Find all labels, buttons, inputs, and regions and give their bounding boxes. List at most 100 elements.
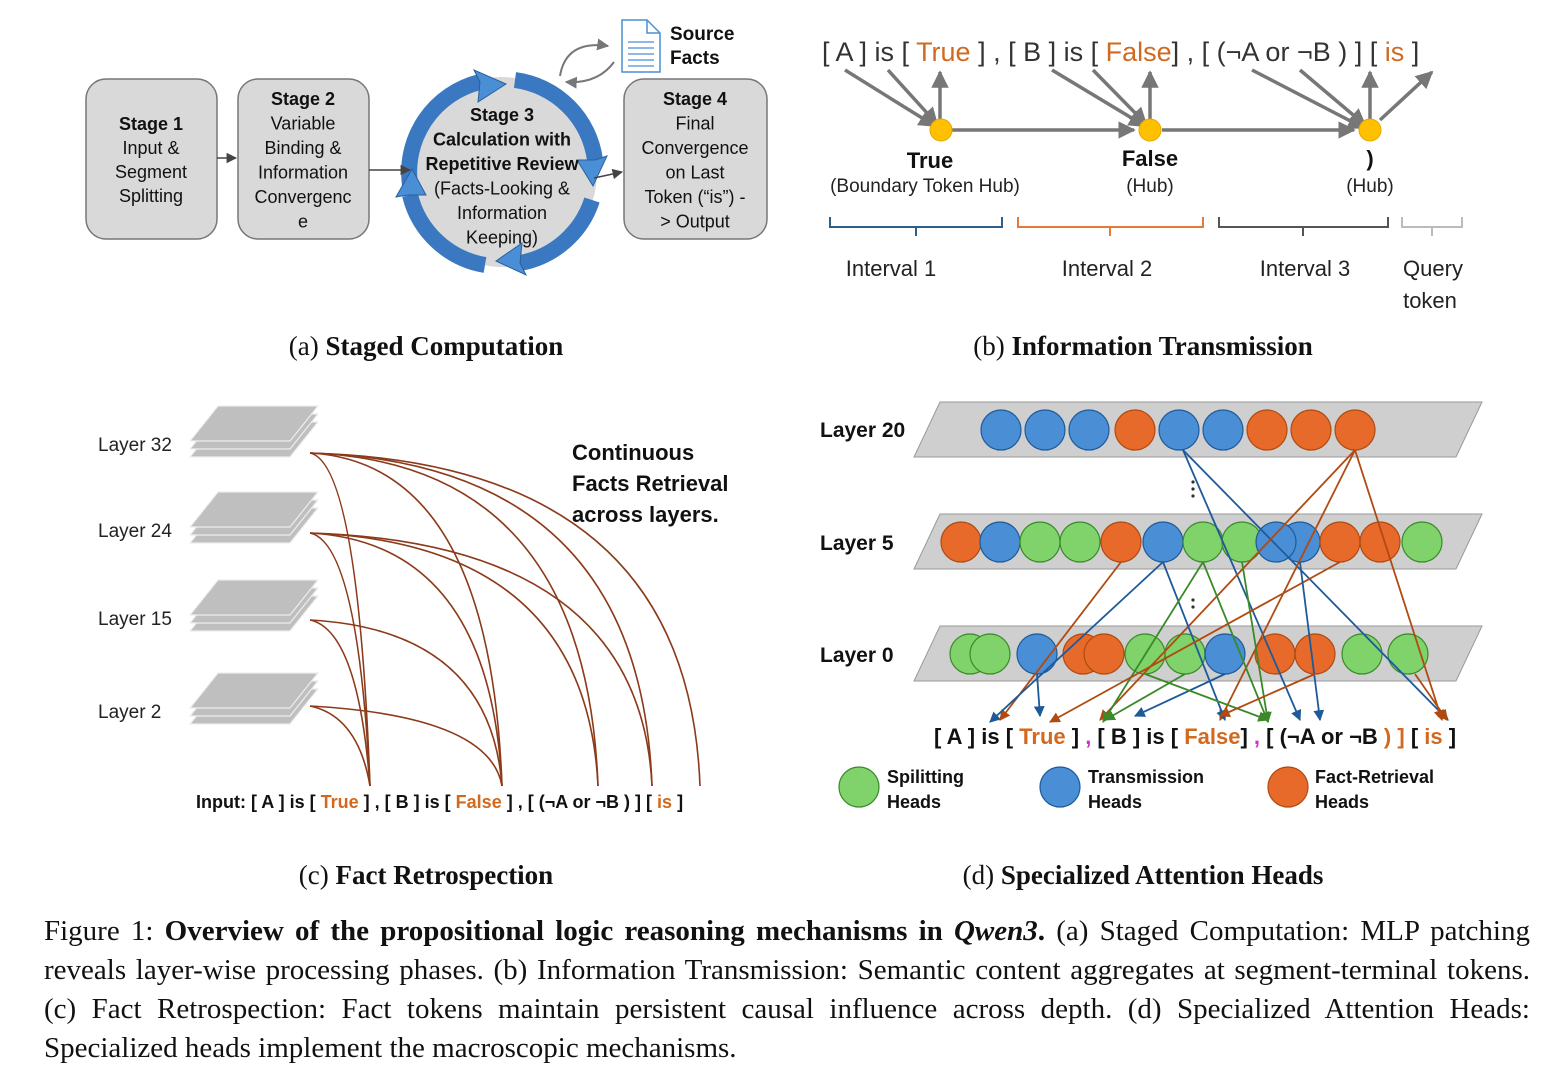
layer20-trans-head-2 [1068,409,1110,451]
layer0-fact-head-4 [1083,633,1125,675]
layer20-trans-head-5 [1202,409,1244,451]
caption-rest: (a) Staged Computation: MLP patching rev… [44,915,1530,1064]
figure-caption: Figure 1: Overview of the propositional … [44,912,1530,1068]
annotation-line-1: Continuous [572,440,694,465]
layer-label-0: Layer 32 [98,435,172,456]
legend-split-swatch [838,766,880,808]
seq-d-part-2: ] [1066,724,1086,749]
hub-1-sub: (Boundary Token Hub) [830,176,1020,197]
hub-1-token: True [907,148,953,173]
split-edge-9 [1202,561,1270,724]
source-facts-line1: Source [670,24,734,45]
arrow-to-source [559,38,610,77]
caption-b: (b) Information Transmission [973,331,1313,361]
layer0-fact-head-9 [1294,633,1336,675]
fact-edge-18 [1414,673,1448,721]
layer-20-label: Layer 20 [820,419,905,442]
layer5-split-head-3 [1059,521,1101,563]
stage-1-line-0: Input & [122,138,179,158]
stage-3-title: Stage 3 [470,105,534,125]
stage-4-line-2: on Last [665,163,724,183]
seq-b-part-1: True [916,37,971,67]
fact-edge-2 [1099,449,1356,721]
seq-d-part-12: is [1424,724,1442,749]
head-edges [989,449,1449,724]
arc-0-3 [309,452,653,787]
interval-2-label: Interval 2 [1062,256,1153,281]
interval-2-brace [1017,217,1204,236]
arc-2-0 [309,619,371,787]
stage-2-box [237,78,370,240]
annotation-line-2: Facts Retrieval [572,471,729,496]
layer5-split-head-2 [1019,521,1061,563]
fact-edge-4 [1354,449,1445,722]
stage-4-line-0: Final [675,114,714,134]
seq-d-part-10: ] [1391,724,1411,749]
stage-2-title: Stage 2 [271,89,335,109]
source-facts-line2: Facts [670,48,720,69]
interval-1-label: Interval 1 [846,256,937,281]
fact-edge-11 [1049,561,1341,723]
legend-split-label-2: Heads [887,792,941,812]
seq-d-part-11: [ [1411,724,1424,749]
layer5-fact-head-4 [1100,521,1142,563]
interval-1-brace [829,217,1003,236]
split-edge-10 [1241,561,1272,724]
seq-d-part-0: [ A ] is [ [934,724,1019,749]
seq-c-part-1: True [321,792,359,812]
ellipsis-dots [1191,480,1195,609]
seq-b-part-3: False [1106,37,1172,67]
cycle-arrow-2 [513,72,603,162]
trans-edge-13 [1033,673,1045,718]
arc-0-4 [309,452,701,787]
layer5-trans-head-9 [1255,521,1297,563]
arc-1-3 [309,532,653,787]
layer5-fact-head-0 [940,521,982,563]
arc-0-1 [309,452,503,787]
caption-model: Qwen3 [953,915,1038,947]
layer5-fact-head-10 [1319,521,1361,563]
layer5-fact-head-11 [1359,521,1401,563]
seq-d-part-13: ] [1443,724,1456,749]
fact-edge-17 [1219,673,1316,718]
seq-d-part-6: ] [1240,724,1253,749]
seq-b-part-6: ] [1404,37,1419,67]
legend-split-label-1: Spilitting [887,767,964,787]
layer-sheet-1-2 [188,491,320,528]
hub-node-2 [1138,118,1162,142]
query-label-2: token [1403,288,1457,313]
layer20-trans-head-1 [1024,409,1066,451]
seq-b-part-2: ] , [ B ] is [ [971,37,1106,67]
layer-sheet-2-2 [188,579,320,616]
seq-c-part-4: ] , [ (¬A or ¬B ) ] [ [502,792,657,812]
layer20-trans-head-0 [980,409,1022,451]
layer0-split-head-11 [1387,633,1429,675]
interval-3-brace [1218,217,1389,236]
stage-2-line-1: Binding & [264,138,341,158]
seq-d-part-4: [ B ] is [ [1091,724,1184,749]
panel-d: Layer 20 Layer 5 Layer 0 [ A ] is [ True… [820,401,1483,890]
arc-2-1 [309,619,503,787]
trans-edge-7 [1162,561,1227,722]
split-edge-15 [1104,673,1186,721]
seq-b-part-5: is [1385,37,1405,67]
trans-edge-0 [1182,449,1302,721]
layer-0-label: Layer 0 [820,644,894,667]
layer20-fact-head-6 [1246,409,1288,451]
stage-2-line-3: Convergenc [254,187,351,207]
stage-1-box [85,78,218,240]
arc-1-2 [309,532,599,787]
legend-trans-label-1: Transmission [1088,767,1204,787]
stage-4-line-1: Convergence [641,138,748,158]
trans-edge-12 [1299,561,1325,722]
caption-prefix: Figure 1: [44,915,165,947]
legend-fact-swatch [1267,766,1309,808]
caption-c: (c) Fact Retrospection [299,860,553,890]
stage-2-line-0: Variable [271,114,336,134]
seq-d-part-9: ) [1384,724,1391,749]
layer-stacks [188,405,320,725]
query-brace [1401,217,1463,236]
